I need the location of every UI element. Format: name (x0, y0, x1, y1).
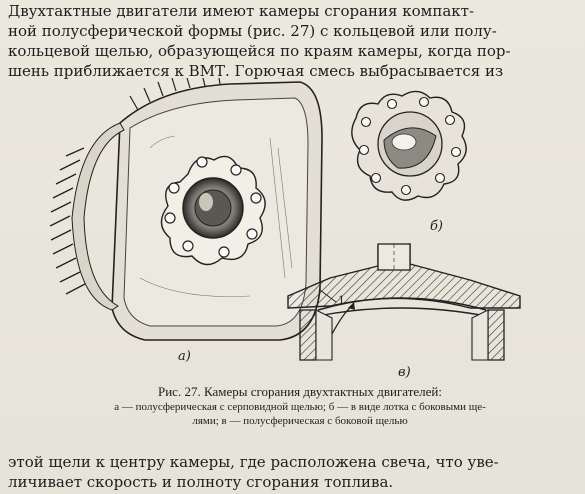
text-line: Двухтактные двигатели имеют камеры сгора… (8, 2, 475, 20)
paragraph-top: Двухтактные двигатели имеют камеры сгора… (8, 1, 580, 81)
text-line: ной полусферической формы (рис. 27) с ко… (8, 22, 497, 40)
label-1: 1 (338, 294, 345, 307)
caption-line: а — полусферическая с серповидной щелью;… (114, 401, 486, 413)
text-line: этой щели к центру камеры, где расположе… (8, 453, 499, 471)
caption-title: Рис. 27. Камеры сгорания двухтактных дви… (157, 384, 442, 399)
drawing-a-cylinder-head (49, 78, 323, 341)
caption-line: лями; в — полусферическая с боковой щель… (192, 415, 408, 427)
figure-caption: Рис. 27. Камеры сгорания двухтактных дви… (60, 383, 540, 428)
label-v: в) (398, 365, 411, 380)
paragraph-bottom: этой щели к центру камеры, где расположе… (8, 452, 580, 492)
text-line: шень приближается к ВМТ. Горючая смесь в… (8, 62, 504, 80)
figure-27: а) б) (49, 78, 521, 380)
drawing-b-trough-chamber (351, 90, 467, 201)
label-b: б) (430, 219, 443, 234)
drawing-v-section (287, 243, 521, 361)
text-line: кольцевой щелью, образующейся по краям к… (8, 42, 511, 60)
label-a: а) (178, 349, 191, 364)
text-line: личивает скорость и полноту сгорания топ… (8, 473, 394, 491)
